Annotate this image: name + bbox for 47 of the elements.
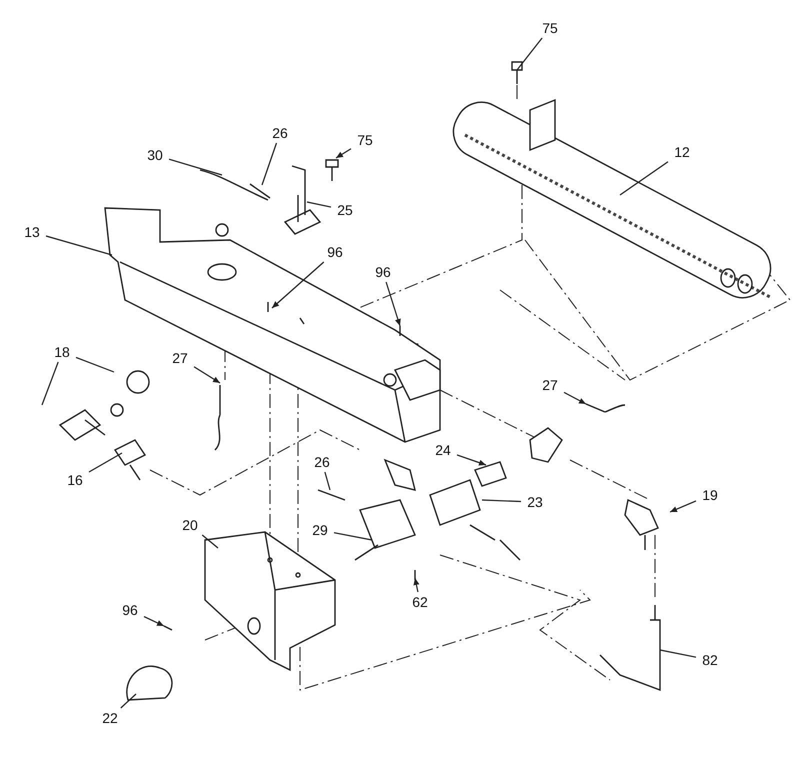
leader-line — [144, 616, 164, 627]
callout-number: 16 — [63, 472, 87, 488]
callout-number: 62 — [408, 594, 432, 610]
callout-number: 75 — [538, 20, 562, 36]
leader-line — [324, 472, 331, 490]
leader-line — [456, 454, 486, 466]
callout-number: 12 — [670, 144, 694, 160]
leader-line — [620, 161, 668, 196]
callout-number: 22 — [98, 710, 122, 726]
leader-line — [386, 282, 401, 326]
callout-number: 75 — [353, 132, 377, 148]
leader-line — [660, 649, 696, 658]
callout-number: 13 — [20, 224, 44, 240]
callout-number: 96 — [118, 602, 142, 618]
callout-number: 96 — [371, 264, 395, 280]
leader-line — [88, 452, 122, 473]
callout-number: 96 — [323, 244, 347, 260]
leader-line — [272, 262, 324, 308]
callout-number: 23 — [523, 494, 547, 510]
callout-number: 30 — [143, 147, 167, 163]
callout-number: 27 — [538, 377, 562, 393]
callout-number: 82 — [698, 652, 722, 668]
callout-number: 29 — [308, 522, 332, 538]
leader-line — [76, 356, 114, 373]
leader-line — [516, 38, 543, 70]
leader-line — [670, 500, 696, 513]
leader-line — [413, 578, 420, 592]
callout-number: 27 — [168, 350, 192, 366]
callout-number: 26 — [310, 454, 334, 470]
callout-number: 20 — [178, 517, 202, 533]
callout-number: 26 — [268, 125, 292, 141]
leader-line — [46, 235, 112, 256]
leader-line — [120, 694, 136, 708]
callout-number: 25 — [333, 202, 357, 218]
leader-line — [564, 392, 586, 405]
callout-number: 18 — [50, 344, 74, 360]
leader-line — [261, 142, 278, 186]
leader-line — [482, 499, 522, 502]
leader-line — [336, 148, 352, 158]
leader-line — [334, 532, 372, 541]
leader-line — [168, 158, 222, 176]
leader-line — [202, 534, 218, 548]
callout-number: 19 — [698, 487, 722, 503]
leader-line — [41, 362, 59, 406]
leader-line — [194, 366, 220, 384]
callout-number: 24 — [431, 442, 455, 458]
leader-line — [306, 201, 332, 208]
